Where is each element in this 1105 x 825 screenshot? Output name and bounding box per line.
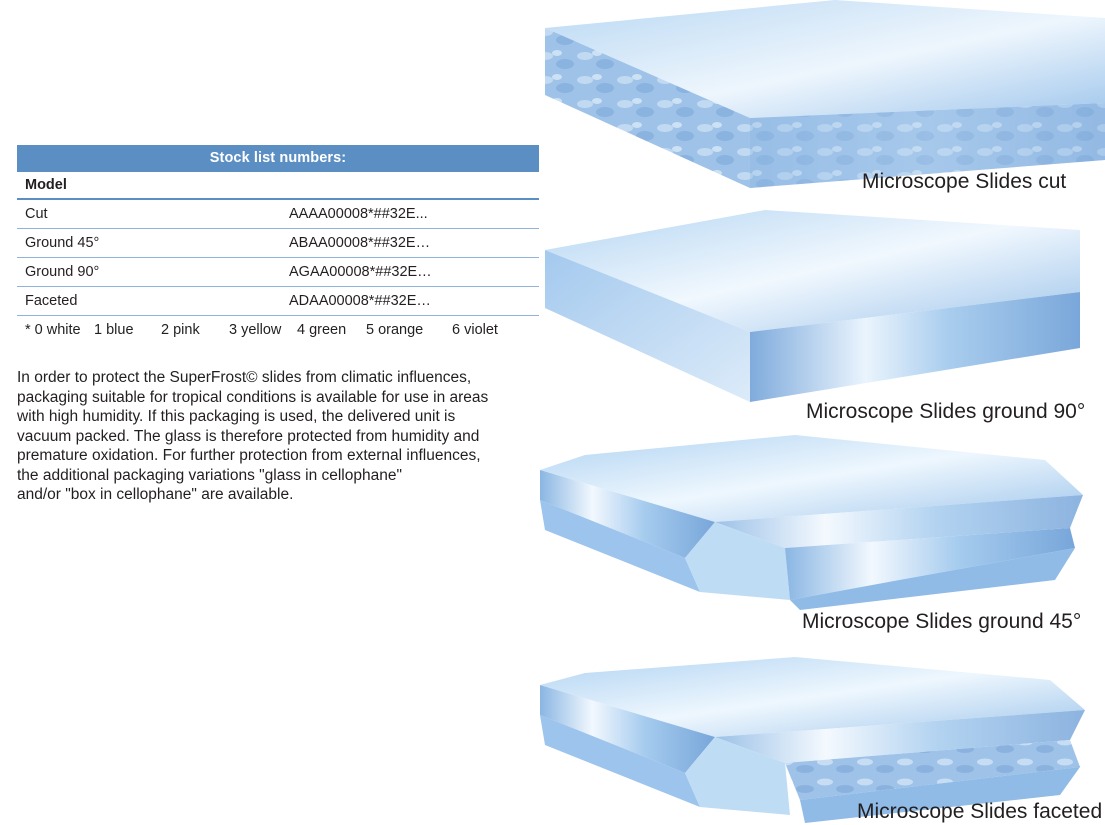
table-row: Cut AAAA00008*##32E...: [17, 200, 539, 229]
table-row: Faceted ADAA00008*##32E…: [17, 287, 539, 316]
colour-code: 6 violet: [452, 322, 498, 338]
description-line: premature oxidation. For further protect…: [17, 447, 481, 464]
description-line: with high humidity. If this packaging is…: [17, 408, 456, 425]
table-row: Ground 45° ABAA00008*##32E…: [17, 229, 539, 258]
colour-code: 5 orange: [366, 322, 424, 338]
slide-ground-90-illustration: [535, 210, 1105, 405]
model-name: Ground 45°: [25, 235, 100, 251]
model-name: Faceted: [25, 293, 78, 309]
model-header-row: Model: [17, 172, 539, 200]
colour-code: 1 blue: [94, 322, 134, 338]
description-line: vacuum packed. The glass is therefore pr…: [17, 427, 480, 445]
description-line: In order to protect the SuperFrost© slid…: [17, 369, 472, 386]
packaging-description: In order to protect the SuperFrost© slid…: [17, 368, 517, 505]
slide-cut-illustration: [535, 0, 1105, 195]
model-name: Cut: [25, 206, 48, 222]
stock-number: ABAA00008*##32E…: [289, 235, 431, 251]
description-line: and/or "box in cellophane" are available…: [17, 486, 294, 503]
slide-ground-45-illustration: [535, 430, 1105, 615]
slide-caption-faceted: Microscope Slides faceted: [857, 800, 1103, 823]
description-line: packaging suitable for tropical conditio…: [17, 388, 489, 406]
colour-code: 3 yellow: [229, 322, 282, 338]
stock-list-title: Stock list numbers:: [17, 145, 539, 172]
slide-caption-ground-90: Microscope Slides ground 90°: [806, 400, 1086, 423]
stock-list-table: Stock list numbers: Model Cut AAAA00008*…: [17, 145, 539, 316]
model-name: Ground 90°: [25, 264, 100, 280]
model-header: Model: [25, 177, 67, 193]
colour-code: 4 green: [297, 322, 347, 338]
description-line: the additional packaging variations "gla…: [17, 466, 402, 484]
colour-code: 2 pink: [161, 322, 200, 338]
stock-number: ADAA00008*##32E…: [289, 293, 431, 309]
colour-code: * 0 white: [25, 322, 81, 338]
slide-caption-ground-45: Microscope Slides ground 45°: [802, 610, 1082, 633]
stock-number: AGAA00008*##32E…: [289, 264, 432, 280]
table-row: Ground 90° AGAA00008*##32E…: [17, 258, 539, 287]
slide-faceted-illustration: [535, 655, 1105, 825]
slide-caption-cut: Microscope Slides cut: [862, 170, 1067, 193]
stock-number: AAAA00008*##32E...: [289, 206, 428, 222]
